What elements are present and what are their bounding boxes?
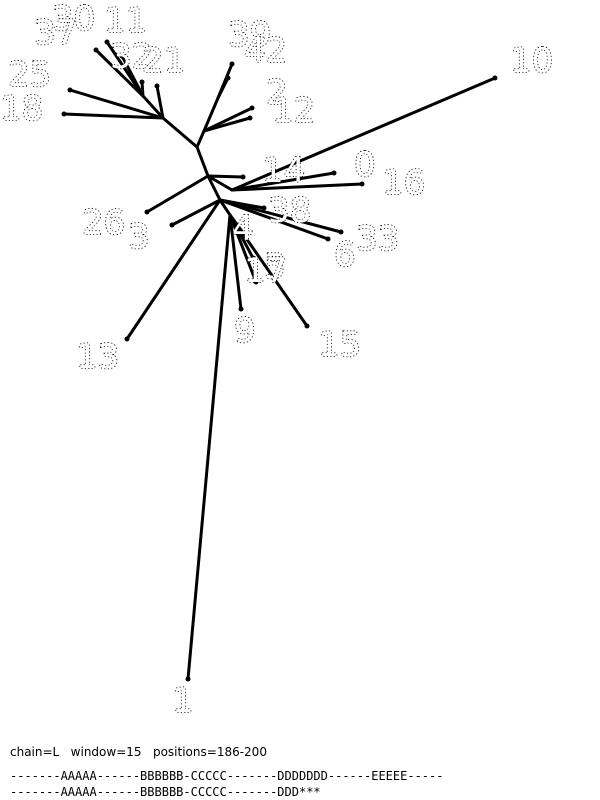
leaf-25-label: 25	[8, 55, 51, 95]
branch-d1-d2	[218, 198, 232, 217]
leaf-6-marker	[325, 236, 331, 242]
branch-leaf-13	[125, 198, 222, 341]
sequence-line-1: -------AAAAA------BBBBBB-CCCCC-------DDD…	[10, 769, 444, 783]
leaf-30-label: 30	[52, 0, 95, 39]
leaf-4-label: 4	[232, 209, 254, 249]
leaf-32-marker	[139, 79, 145, 85]
tree-edges	[62, 40, 497, 681]
leaf-18-label: 18	[0, 89, 43, 129]
leaf-10-marker	[492, 75, 498, 81]
branch-leaf-17	[228, 213, 258, 284]
branch-leaf-1	[186, 213, 232, 681]
leaf-12-marker	[247, 115, 253, 121]
leaf-11-marker	[104, 39, 110, 45]
leaf-39-marker	[229, 61, 235, 67]
leaf-16-marker	[359, 181, 365, 187]
leaf-42-label: 42	[244, 31, 287, 71]
branch-leaf-25	[68, 88, 165, 120]
branch-leaf-9	[228, 213, 243, 311]
leaf-2-label: 2	[266, 73, 288, 113]
leaf-10-label: 10	[510, 41, 553, 81]
leaf-1-label: 1	[172, 681, 194, 721]
leaf-14-label: 14	[262, 151, 305, 191]
leaf-42-marker	[225, 75, 231, 81]
leaf-17-marker	[253, 279, 259, 285]
leaf-9-marker	[238, 306, 244, 312]
parameters-line: chain=L window=15 positions=186-200	[10, 745, 267, 759]
leaf-6-label: 6	[334, 235, 356, 275]
branch-leaf-2	[202, 106, 254, 133]
branch-leaf-26	[145, 174, 210, 214]
leaf-13-label: 13	[76, 337, 119, 377]
leaf-15-marker	[304, 323, 310, 329]
leaf-37-label: 37	[34, 13, 77, 53]
leaf-33-label: 33	[356, 219, 399, 259]
branch-leaf-33	[218, 198, 343, 234]
leaf-9-label: 9	[234, 311, 256, 351]
branch-root-rA	[206, 174, 234, 192]
leaf-39-label: 39	[228, 15, 271, 55]
leaf-18-marker	[61, 111, 67, 117]
leaf-5-marker	[250, 255, 256, 261]
branch-root-d1	[206, 174, 222, 202]
branch-up-ur	[195, 129, 206, 149]
leaf-4-marker	[241, 231, 247, 237]
leaf-38-label: 38	[268, 191, 311, 231]
leaf-26-label: 26	[82, 203, 125, 243]
leaf-1-marker	[185, 676, 191, 682]
leaf-5-label: 5	[264, 247, 286, 287]
branch-leaf-3	[170, 198, 222, 227]
leaf-38-marker	[261, 205, 267, 211]
leaf-25-marker	[67, 87, 73, 93]
leaf-markers	[61, 39, 498, 682]
leaf-33-marker	[338, 229, 344, 235]
leaf-30-marker	[119, 53, 125, 59]
branch-leaf-18	[62, 112, 165, 120]
branch-ul-ulA	[141, 94, 165, 120]
leaf-3-marker	[169, 222, 175, 228]
leaf-21-label: 21	[142, 41, 185, 81]
branch-leaf-14	[206, 174, 245, 179]
leaf-13-marker	[124, 336, 130, 342]
leaf-2-marker	[249, 105, 255, 111]
sequence-line-2: -------AAAAA------BBBBBB-CCCCC-------DDD…	[10, 785, 321, 799]
leaf-17-label: 17	[244, 251, 287, 291]
leaf-0-marker	[331, 170, 337, 176]
leaf-0-label: 0	[354, 145, 376, 185]
branch-leaf-12	[202, 116, 252, 133]
branch-up-ul	[161, 116, 199, 149]
leaf-26-marker	[144, 209, 150, 215]
branch-root-up	[195, 145, 210, 178]
branch-leaf-10	[230, 76, 497, 192]
branch-leaf-0	[230, 171, 336, 192]
leaf-11-label: 11	[104, 1, 147, 41]
leaf-37-marker	[93, 47, 99, 53]
leaf-14-marker	[240, 174, 246, 180]
leaf-12-label: 12	[272, 91, 315, 131]
leaf-21-marker	[154, 83, 160, 89]
leaf-16-label: 16	[382, 163, 425, 203]
branch-leaf-21	[155, 84, 165, 120]
branch-leaf-16	[230, 182, 364, 192]
branch-leaf-6	[218, 198, 330, 241]
branch-leaf-37	[94, 48, 145, 98]
branch-ur-urA	[202, 96, 220, 133]
leaf-3-label: 3	[128, 217, 150, 257]
leaf-32-label: 32	[110, 37, 153, 77]
branch-leaf-11	[105, 40, 145, 98]
branch-leaf-42	[216, 76, 230, 100]
leaf-15-label: 15	[318, 325, 361, 365]
